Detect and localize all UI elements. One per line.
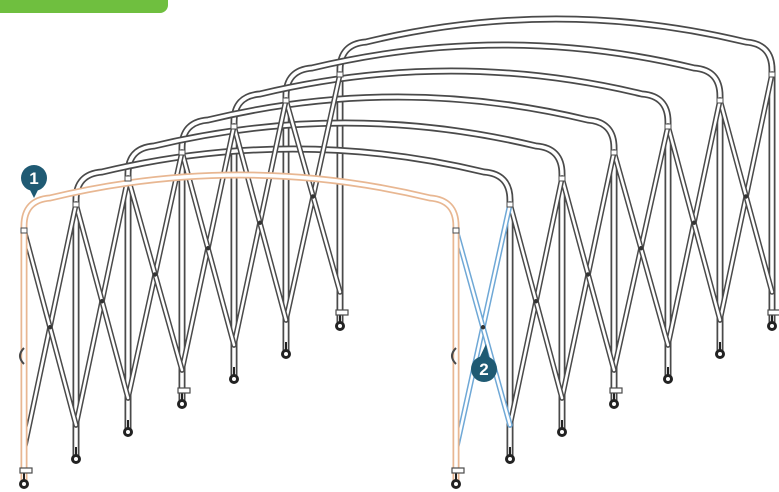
- callout-1: 1: [21, 165, 47, 198]
- wheel-6-0-hub: [22, 482, 26, 486]
- section-tab: [0, 0, 168, 13]
- scissor-pivot-L-0: [310, 194, 316, 199]
- joint-6-1: [452, 227, 460, 234]
- wheel-3-1-hub: [612, 402, 616, 406]
- joint-5-0: [72, 201, 80, 208]
- wheel-3-0-brake: [177, 387, 191, 394]
- scissor-pivot-R-5: [480, 325, 486, 330]
- arch-4-inner: [126, 121, 564, 430]
- scissor-pivot-R-3: [585, 272, 591, 277]
- joint-1-0: [282, 97, 290, 104]
- joint-0-0: [336, 71, 344, 78]
- joint-2-0: [230, 123, 238, 130]
- callout-2: 2: [471, 344, 497, 382]
- arch-3-inner: [180, 95, 616, 402]
- wheel-1-0-hub: [284, 352, 288, 356]
- joint-0-1: [768, 71, 776, 78]
- wheel-6-1-hub: [454, 482, 458, 486]
- arch-5-inner: [74, 147, 512, 457]
- scissor-pivot-R-2: [638, 246, 644, 251]
- arch-0-inner: [338, 17, 774, 324]
- joint-4-0: [124, 175, 132, 182]
- shelter-frames: [19, 15, 779, 489]
- wheel-0-0-brake: [335, 309, 349, 316]
- scissor-pivot-L-1: [257, 220, 263, 225]
- wheel-2-0-hub: [232, 377, 236, 381]
- clamp-1: [451, 347, 457, 365]
- wheel-0-1-hub: [770, 324, 774, 328]
- front-arch-inner: [22, 173, 458, 482]
- joint-3-1: [610, 149, 618, 156]
- arch-2-inner: [232, 69, 670, 377]
- callout-1-badge: [21, 165, 47, 191]
- wheel-0-0-hub: [338, 324, 342, 328]
- wheel-5-1-hub: [508, 457, 512, 461]
- arch-5-outer: [72, 145, 514, 459]
- joint-2-1: [664, 123, 672, 130]
- scissor-pivot-R-0: [743, 194, 749, 199]
- scissor-pivot-R-1: [691, 220, 697, 225]
- joint-3-0: [178, 149, 186, 156]
- wheel-6-1-brake: [451, 467, 465, 474]
- callout-1-number: 1: [29, 169, 38, 188]
- joint-4-1: [558, 175, 566, 182]
- wheel-1-1-hub: [718, 352, 722, 356]
- callout-2-badge: [471, 356, 497, 382]
- scissor-pivot-L-3: [152, 272, 158, 277]
- scissor-pivot-R-4: [533, 299, 539, 304]
- wheel-4-0-hub: [126, 430, 130, 434]
- clamp-0: [19, 347, 25, 365]
- wheel-3-1-brake: [609, 387, 623, 394]
- joint-6-0: [20, 227, 28, 234]
- wheel-2-1-hub: [666, 377, 670, 381]
- wheel-6-0-brake: [19, 467, 33, 474]
- callout-layer: 12: [21, 165, 497, 382]
- wheel-4-1-hub: [560, 430, 564, 434]
- callout-2-number: 2: [479, 360, 488, 379]
- scissor-pivot-L-5: [47, 325, 53, 330]
- arch-1-inner: [284, 43, 722, 352]
- joint-1-1: [716, 97, 724, 104]
- wheel-0-1-brake: [767, 309, 779, 316]
- wheel-5-0-hub: [74, 457, 78, 461]
- scissor-pivot-L-2: [205, 246, 211, 251]
- joint-5-1: [506, 201, 514, 208]
- wheel-3-0-hub: [180, 402, 184, 406]
- scissor-pivot-L-4: [99, 299, 105, 304]
